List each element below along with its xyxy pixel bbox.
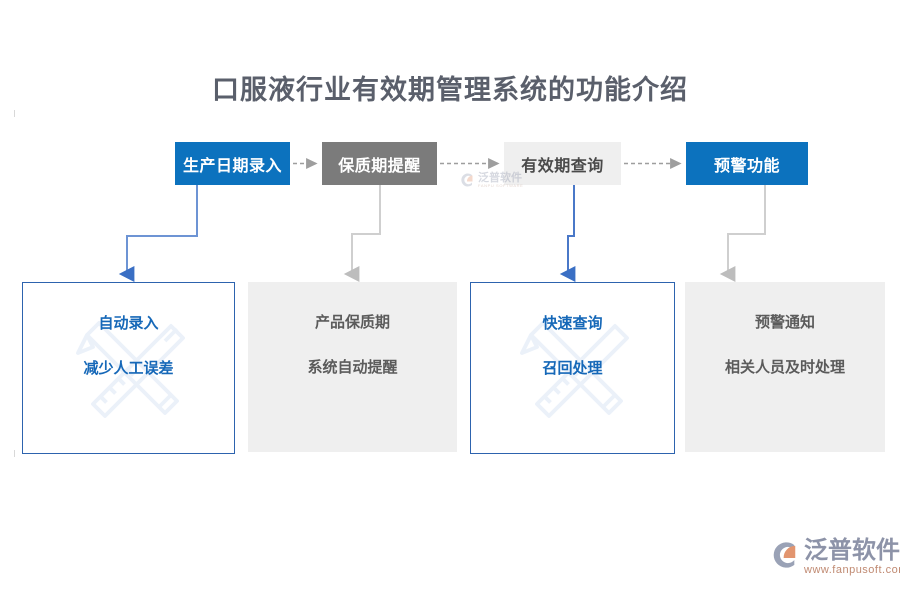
detail-card-1-line1: 自动录入	[98, 315, 159, 332]
connector-step1-card1	[118, 185, 198, 282]
watermark-logo-en: FANPU SOFTWARE	[478, 182, 524, 188]
detail-card-4[interactable]: 预警通知 相关人员及时处理	[685, 282, 885, 452]
flow-step-2-label: 保质期提醒	[338, 157, 421, 175]
flow-step-2[interactable]: 保质期提醒	[322, 142, 437, 185]
detail-card-3-line2: 召回处理	[542, 360, 603, 377]
detail-card-3[interactable]: 快速查询 召回处理	[470, 282, 675, 454]
detail-card-3-line1: 快速查询	[542, 315, 603, 332]
detail-card-2-line2: 系统自动提醒	[307, 359, 398, 376]
flow-step-1[interactable]: 生产日期录入	[175, 142, 290, 185]
watermark-logo: 泛普软件 FANPU SOFTWARE	[459, 170, 545, 190]
brand-name: 泛普软件	[804, 537, 900, 564]
detail-card-4-line2: 相关人员及时处理	[724, 359, 845, 376]
fanpu-mark-icon	[461, 173, 473, 187]
crop-tick-top-left	[14, 110, 15, 117]
connector-step3-card3	[559, 185, 576, 282]
flow-step-3[interactable]: 有效期查询	[504, 142, 621, 185]
page-title: 口服液行业有效期管理系统的功能介绍	[212, 75, 688, 105]
flow-step-3-label: 有效期查询	[521, 157, 604, 175]
flow-step-1-label: 生产日期录入	[182, 157, 282, 175]
watermark-logo-cn: 泛普软件	[478, 171, 522, 184]
connector-step2-card2	[343, 185, 381, 282]
detail-card-4-line1: 预警通知	[754, 314, 815, 331]
brand-logo: 泛普软件 www.fanpusoft.com	[768, 538, 900, 576]
fanpu-mark-icon	[773, 542, 796, 568]
crop-tick-bottom-left	[14, 450, 15, 457]
detail-card-1[interactable]: 自动录入 减少人工误差	[22, 282, 235, 454]
detail-card-2[interactable]: 产品保质期 系统自动提醒	[248, 282, 457, 452]
flow-step-4-label: 预警功能	[713, 157, 780, 175]
connector-step4-card4	[719, 185, 766, 282]
flow-step-4[interactable]: 预警功能	[686, 142, 808, 185]
detail-card-2-line1: 产品保质期	[314, 314, 390, 331]
brand-url: www.fanpusoft.com	[804, 564, 900, 577]
detail-card-1-line2: 减少人工误差	[83, 360, 174, 377]
